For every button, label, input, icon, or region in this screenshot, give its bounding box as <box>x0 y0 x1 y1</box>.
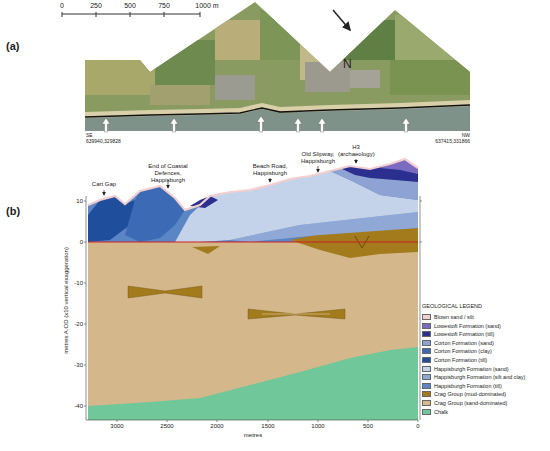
tick-label: -40 <box>74 403 83 410</box>
legend-swatch <box>422 357 431 363</box>
scale-number: 1000 m <box>195 2 218 10</box>
legend-text: Corton Formation (till) <box>434 356 487 364</box>
axes <box>84 196 422 422</box>
scale-number: 250 <box>90 2 102 10</box>
legend-text: Lowestoft Formation (sand) <box>434 322 501 330</box>
legend-title: GEOLOGICAL LEGEND <box>422 303 482 309</box>
tick-label: -30 <box>74 362 83 369</box>
tick-label: -10 <box>74 280 83 287</box>
coordinate: 639940,329828 <box>86 139 121 145</box>
tick-label: 1500 <box>261 423 274 430</box>
tick-label: 2000 <box>210 423 223 430</box>
legend-swatch <box>422 383 431 389</box>
north-arrow <box>333 10 350 30</box>
site-label: End of Coastal Defences, Happisburgh <box>137 163 199 184</box>
scale-number: 500 <box>124 2 136 10</box>
legend-swatch <box>422 331 431 337</box>
legend-text: Chalk <box>434 408 448 416</box>
legend-swatch <box>422 314 431 320</box>
scale-number: 750 <box>158 2 170 10</box>
legend-swatch <box>422 348 431 354</box>
coordinate: 637415,331866 <box>435 139 470 145</box>
legend-text: Corton Formation (clay) <box>434 347 492 355</box>
north-label: N <box>343 58 352 72</box>
legend-swatch <box>422 340 431 346</box>
scale-number: 0 <box>60 2 64 10</box>
legend-swatch <box>422 366 431 372</box>
tick-label: 10 <box>76 198 83 205</box>
end-label: SE <box>86 133 93 139</box>
legend-text: Happisburgh Formation (silt and clay) <box>434 373 525 381</box>
legend-swatch <box>422 323 431 329</box>
aerial-photo <box>80 0 480 135</box>
tick-label: 3000 <box>110 423 123 430</box>
panel-label: (b) <box>6 205 20 218</box>
legend-text: Lowestoft Formation (till) <box>434 330 494 338</box>
site-label: Old Slipway, Happisburgh <box>295 151 341 165</box>
site-label: Beach Road, Happisburgh <box>247 163 293 177</box>
panel-label: (a) <box>6 40 19 53</box>
tick-label: 1000 <box>311 423 324 430</box>
legend-text: Happisburgh Formation (sand) <box>434 365 509 373</box>
tick-label: 2500 <box>160 423 173 430</box>
site-label: Cart Gap <box>92 181 116 188</box>
legend-text: Crag Group (mud-dominated) <box>434 390 506 398</box>
scale-bar <box>62 12 200 17</box>
legend-text: Corton Formation (sand) <box>434 339 494 347</box>
tick-label: 0 <box>416 423 419 430</box>
tick-label: 500 <box>363 423 373 430</box>
tick-label: -20 <box>74 321 83 328</box>
location-arrows <box>102 116 410 132</box>
legend-text: Crag Group (sand-dominated) <box>434 399 507 407</box>
legend-text: Blown sand / silt <box>434 313 474 321</box>
legend-text: Happisburgh Formation (till) <box>434 382 502 390</box>
tick-label: 0 <box>80 239 83 246</box>
cross-section <box>88 159 418 420</box>
axis-title: metres <box>244 432 262 439</box>
site-label: H3 (archaeology) <box>338 144 374 158</box>
legend-swatch <box>422 409 431 415</box>
legend-swatch <box>422 374 431 380</box>
callout-arrows <box>104 159 356 195</box>
end-label: NW <box>462 133 470 139</box>
legend-swatch <box>422 400 431 406</box>
axis-title: metres A.OD (x10 vertical exaggeration) <box>63 247 70 354</box>
legend-swatch <box>422 391 431 397</box>
